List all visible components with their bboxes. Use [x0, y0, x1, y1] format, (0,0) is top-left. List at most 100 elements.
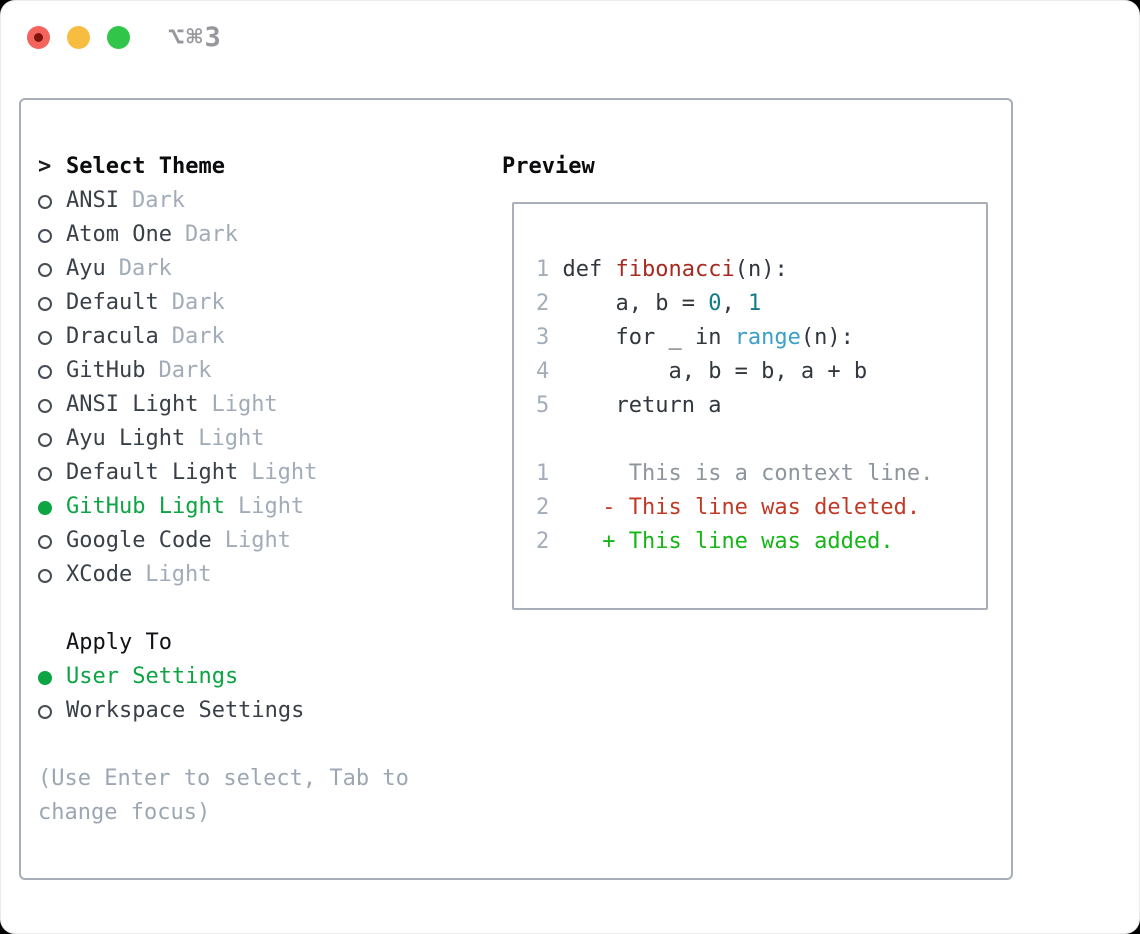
window-title: ⌥⌘3 [168, 21, 223, 53]
theme-option[interactable]: Dracula Dark [38, 320, 409, 354]
theme-name: XCode [66, 562, 133, 587]
theme-name: ANSI [66, 188, 119, 213]
radio-unselected-icon [38, 568, 66, 583]
radio-unselected-icon [38, 398, 66, 413]
theme-option[interactable]: Atom One Dark [38, 218, 409, 252]
code-segment: 0 [708, 291, 722, 316]
titlebar: ⌥⌘3 [27, 22, 223, 53]
radio-selected-icon [38, 500, 66, 515]
close-button[interactable] [27, 25, 50, 49]
close-dot-icon [34, 32, 43, 42]
code-line: 2 + This line was added. [536, 525, 986, 559]
theme-variant-tag: Dark [118, 256, 172, 281]
theme-option[interactable]: ANSI Light Light [38, 388, 409, 422]
radio-unselected-icon [38, 534, 66, 549]
radio-unselected-icon [38, 466, 66, 481]
code-line: 5 return a [536, 389, 986, 423]
spacer [38, 592, 409, 626]
theme-variant-tag: Dark [184, 222, 238, 247]
line-number: 2 [536, 529, 563, 554]
radio-unselected-icon [38, 194, 66, 209]
hint-text-line-2: change focus) [38, 800, 211, 825]
code-segment: - This line was deleted. [562, 495, 921, 520]
code-line: 2 a, b = 0, 1 [536, 287, 986, 321]
theme-option[interactable]: Default Dark [38, 286, 409, 320]
radio-unselected-icon [38, 704, 66, 719]
code-segment: a, b = b, a + b [562, 359, 868, 384]
code-line: 1 def fibonacci(n): [536, 253, 986, 287]
theme-option[interactable]: Ayu Dark [38, 252, 409, 286]
radio-unselected-icon [38, 330, 66, 345]
theme-name: Google Code [66, 528, 212, 553]
code-line [536, 423, 986, 457]
theme-variant-tag: Dark [171, 290, 225, 315]
code-segment: fibonacci [615, 257, 735, 282]
select-theme-header: > Select Theme [38, 150, 409, 184]
code-segment: for _ in [562, 325, 735, 350]
line-number [536, 427, 563, 452]
code-line: 2 - This line was deleted. [536, 491, 986, 525]
theme-name: Default Light [66, 460, 239, 485]
code-segment: (n): [734, 257, 788, 282]
theme-name: ANSI Light [66, 392, 199, 417]
theme-option[interactable]: Google Code Light [38, 524, 409, 558]
apply-option[interactable]: User Settings [38, 660, 409, 694]
code-line: 1 This is a context line. [536, 457, 986, 491]
theme-name: Ayu [66, 256, 106, 281]
line-number: 4 [536, 359, 563, 384]
theme-variant-tag: Light [198, 426, 265, 451]
apply-option-label: User Settings [66, 664, 239, 689]
code-segment: + This line was added. [562, 529, 894, 554]
code-segment: range [734, 325, 801, 350]
radio-selected-icon [38, 670, 66, 685]
header-caret-icon: > [38, 154, 52, 179]
line-number: 1 [536, 257, 563, 282]
theme-option[interactable]: Default Light Light [38, 456, 409, 490]
theme-option[interactable]: GitHub Light Light [38, 490, 409, 524]
theme-variant-tag: Dark [171, 324, 225, 349]
minimize-button[interactable] [67, 25, 90, 49]
theme-variant-tag: Dark [131, 188, 185, 213]
hint-text-line-1: (Use Enter to select, Tab to [38, 766, 409, 791]
theme-name: Default [66, 290, 159, 315]
theme-variant-tag: Light [237, 494, 305, 519]
code-segment: def [562, 257, 616, 282]
code-segment: This is a context line. [562, 461, 934, 486]
theme-variant-tag: Light [224, 528, 291, 553]
apply-option[interactable]: Workspace Settings [38, 694, 409, 728]
line-number: 5 [536, 393, 563, 418]
select-theme-title: Select Theme [66, 154, 225, 179]
code-segment: return a [562, 393, 722, 418]
theme-option[interactable]: ANSI Dark [38, 184, 409, 218]
code-segment: , [721, 291, 748, 316]
code-segment: (n): [800, 325, 854, 350]
radio-unselected-icon [38, 432, 66, 447]
theme-variant-tag: Light [211, 392, 278, 417]
theme-variant-tag: Light [251, 460, 318, 485]
line-number: 2 [536, 291, 563, 316]
code-segment: a, b = [562, 291, 709, 316]
radio-unselected-icon [38, 262, 66, 277]
theme-name: GitHub [66, 358, 146, 383]
preview-title: Preview [502, 154, 595, 179]
theme-name: Dracula [66, 324, 159, 349]
line-number: 1 [536, 461, 563, 486]
line-number: 2 [536, 495, 563, 520]
radio-unselected-icon [38, 364, 66, 379]
theme-name: GitHub Light [66, 494, 225, 519]
line-number: 3 [536, 325, 563, 350]
radio-unselected-icon [38, 296, 66, 311]
spacer [38, 728, 409, 762]
code-line: 4 a, b = b, a + b [536, 355, 986, 389]
zoom-button[interactable] [107, 25, 130, 49]
theme-name: Atom One [66, 222, 172, 247]
